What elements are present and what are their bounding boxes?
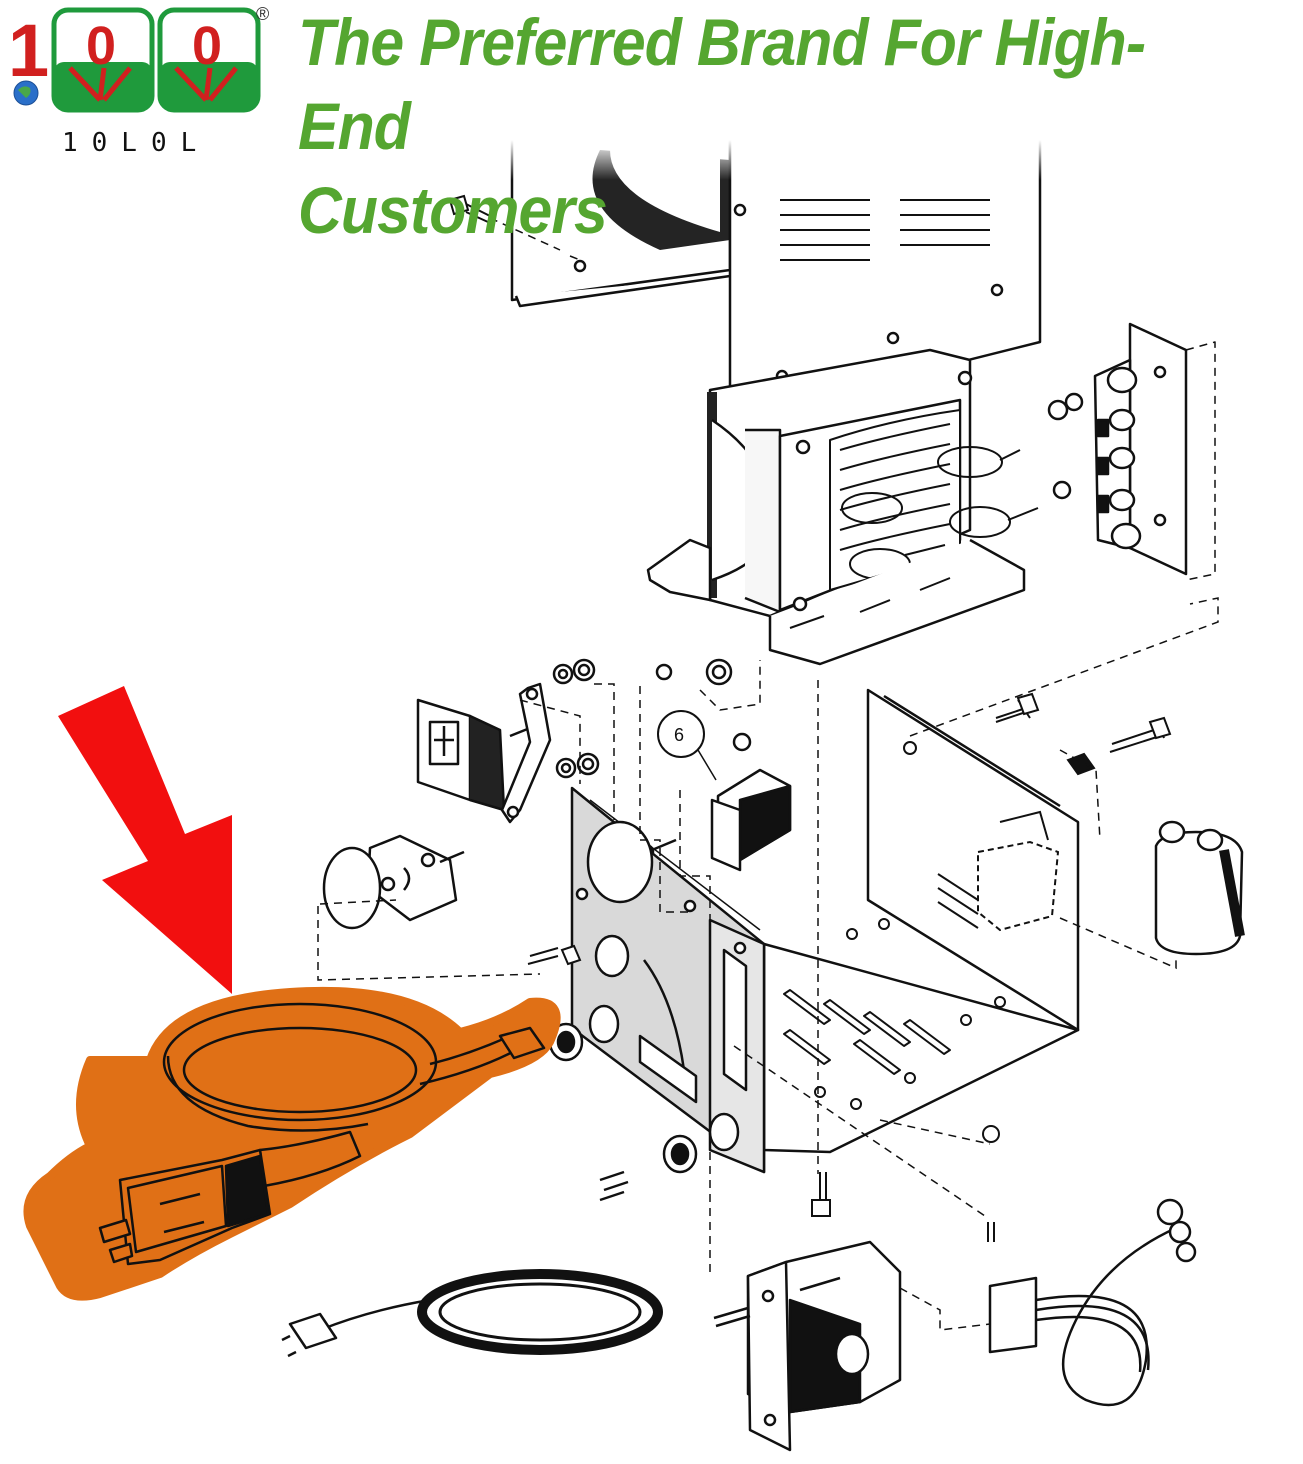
- logo-wordmark: 10L0L: [62, 128, 211, 158]
- logo-tile-2: 0 L: [157, 7, 261, 113]
- headline-line-1: The Preferred Brand For High-End: [298, 5, 1146, 163]
- capacitor: [1154, 820, 1245, 956]
- capacitor-bracket: [977, 752, 1096, 932]
- terminal-block: [1047, 322, 1216, 581]
- brand-logo: 1 0 L 0 L ®: [8, 4, 269, 113]
- registered-mark: ®: [256, 4, 269, 24]
- headline: The Preferred Brand For High-End Custome…: [298, 0, 1218, 252]
- screw-top: [448, 194, 581, 261]
- chassis-screws: [527, 692, 1172, 1242]
- part-callout: 6: [657, 710, 717, 781]
- transformer: [646, 348, 1039, 666]
- red-pointer-arrow: [58, 686, 232, 994]
- ac-cord: [281, 1170, 663, 1358]
- chassis-base: [570, 688, 1080, 1174]
- washers-and-nuts: [552, 658, 752, 779]
- strain-reliefs: [548, 1022, 698, 1174]
- callout-circle: [657, 710, 705, 758]
- logo-digit-2: 0: [86, 16, 116, 76]
- callout-number: 6: [674, 725, 684, 745]
- logo-digit-1: 1: [8, 9, 49, 92]
- dc-cord: [988, 1198, 1197, 1407]
- logo-tile-1: 0 L: [51, 7, 155, 113]
- dc-receptacle: [713, 1240, 902, 1452]
- leader-lines: [317, 597, 1219, 1331]
- headline-line-2: Customers: [298, 173, 608, 247]
- logo-digit-3: 0: [192, 16, 222, 76]
- circuit-breaker: [416, 698, 541, 812]
- mounting-strap: [500, 682, 552, 824]
- relay: [637, 768, 792, 872]
- highlighted-power-cord: [23, 986, 561, 1301]
- fuse-holder: [322, 834, 465, 930]
